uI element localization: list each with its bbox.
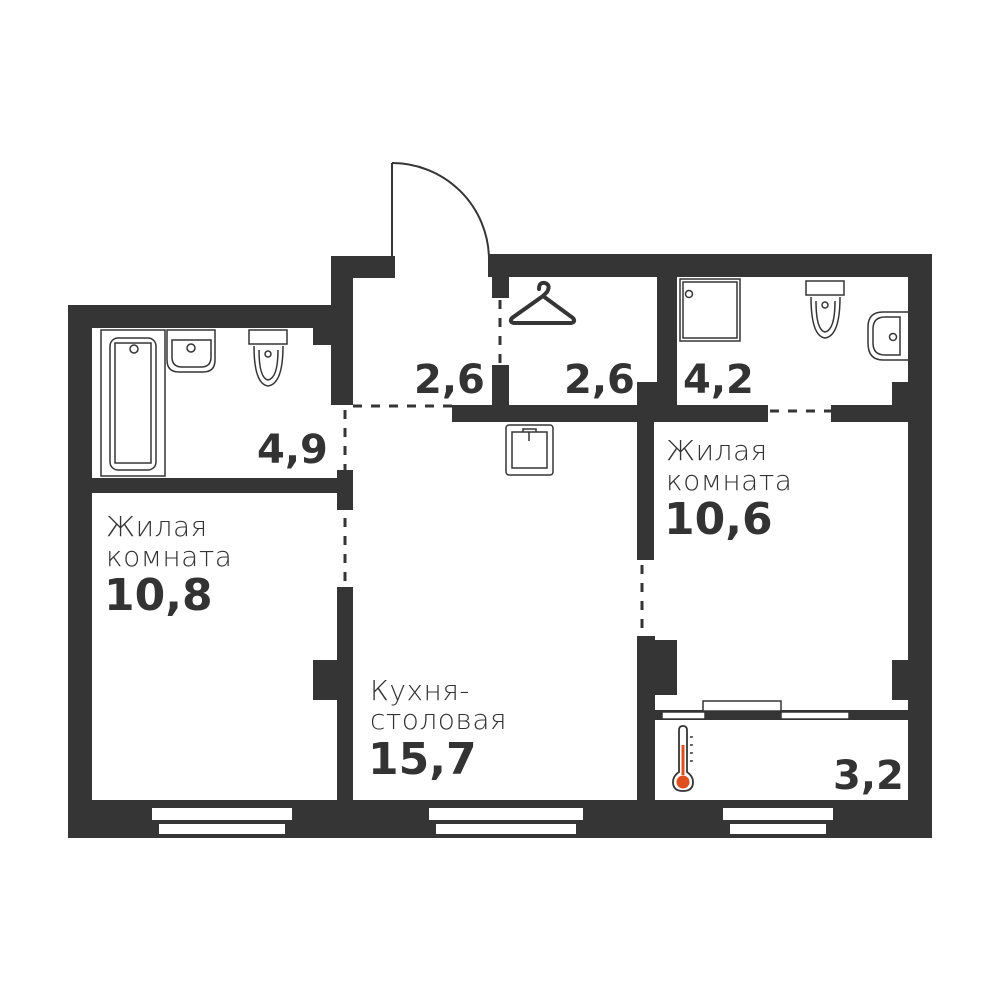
hanger-icon	[508, 280, 577, 325]
bedroom-left-label-2: комната	[106, 540, 233, 573]
sink-icon	[166, 329, 216, 373]
bedroom-left-area: 10,8	[104, 570, 213, 621]
shower-icon	[679, 278, 741, 342]
bathroom-2-area: 4,2	[683, 357, 754, 403]
sink-icon-2	[867, 311, 908, 361]
bedroom-left-label-1: Жилая	[106, 510, 208, 543]
kitchen-sink-icon	[505, 424, 554, 476]
balcony-area: 3,2	[833, 753, 904, 799]
entrance-door	[391, 162, 490, 259]
window	[429, 808, 583, 820]
openings	[343, 300, 831, 636]
bathroom-area: 4,9	[257, 427, 328, 473]
toilet-icon	[248, 329, 288, 387]
window	[152, 808, 292, 820]
kitchen-area: 15,7	[368, 734, 477, 785]
bedroom-right-area: 10,6	[664, 494, 773, 545]
bedroom-right-label-2: комната	[666, 464, 793, 497]
kitchen-label-1: Кухня-	[370, 674, 470, 707]
wardrobe-area: 2,6	[564, 357, 635, 403]
kitchen-label-2: столовая	[370, 703, 508, 736]
balcony-door	[661, 700, 850, 720]
windows	[152, 808, 833, 834]
window	[723, 808, 833, 820]
bathtub-icon	[100, 329, 166, 477]
thermometer-icon	[672, 725, 694, 792]
hallway-area: 2,6	[414, 357, 485, 403]
bedroom-right-label-1: Жилая	[666, 434, 768, 467]
toilet-icon-2	[805, 280, 845, 339]
